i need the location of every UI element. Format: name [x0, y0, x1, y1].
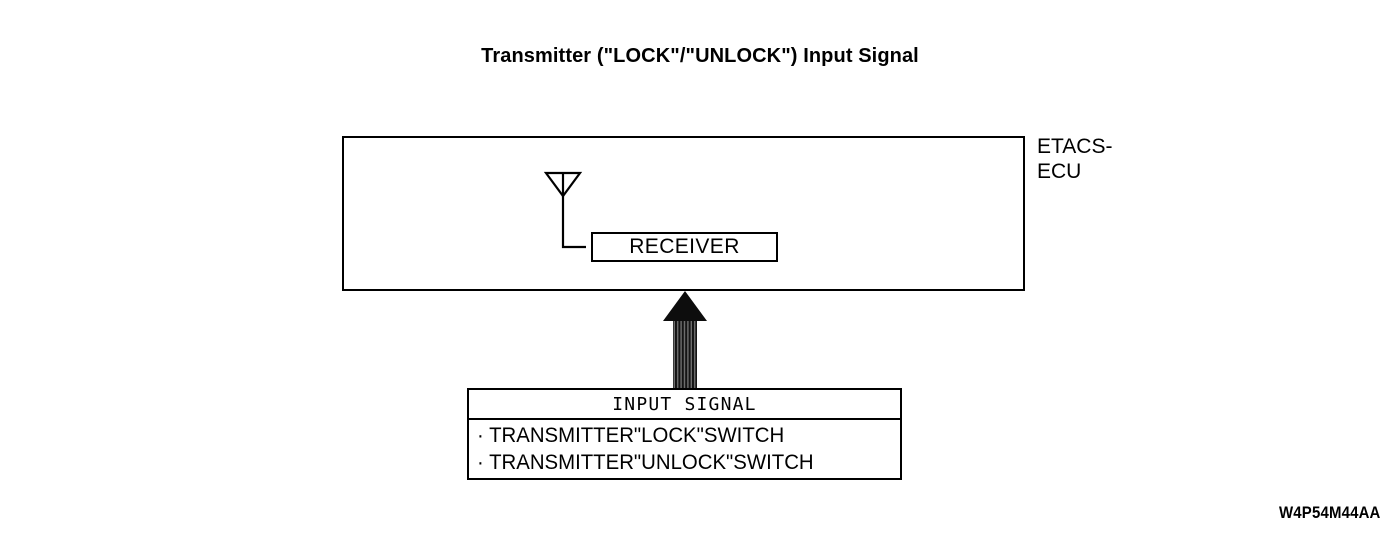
input-signal-box: INPUT SIGNAL · TRANSMITTER"LOCK"SWITCH ·…	[467, 388, 902, 480]
receiver-box: RECEIVER	[591, 232, 778, 262]
input-signal-list: · TRANSMITTER"LOCK"SWITCH · TRANSMITTER"…	[469, 420, 900, 476]
input-signal-header: INPUT SIGNAL	[469, 390, 900, 420]
antenna-icon	[543, 171, 586, 249]
list-item: · TRANSMITTER"UNLOCK"SWITCH	[477, 451, 814, 474]
etacs-ecu-label-line2: ECU	[1037, 160, 1082, 183]
etacs-ecu-label: ETACS-ECU	[1037, 134, 1112, 184]
figure-title: Transmitter ("LOCK"/"UNLOCK") Input Sign…	[481, 45, 919, 67]
etacs-ecu-label-line1: ETACS-	[1037, 135, 1113, 158]
input-signal-header-label: INPUT SIGNAL	[612, 393, 757, 415]
figure-code: W4P54M44AA	[1279, 503, 1381, 522]
up-arrow-icon	[663, 291, 707, 389]
receiver-label: RECEIVER	[629, 235, 740, 258]
list-item: · TRANSMITTER"LOCK"SWITCH	[477, 424, 785, 447]
etacs-ecu-box	[342, 136, 1025, 291]
